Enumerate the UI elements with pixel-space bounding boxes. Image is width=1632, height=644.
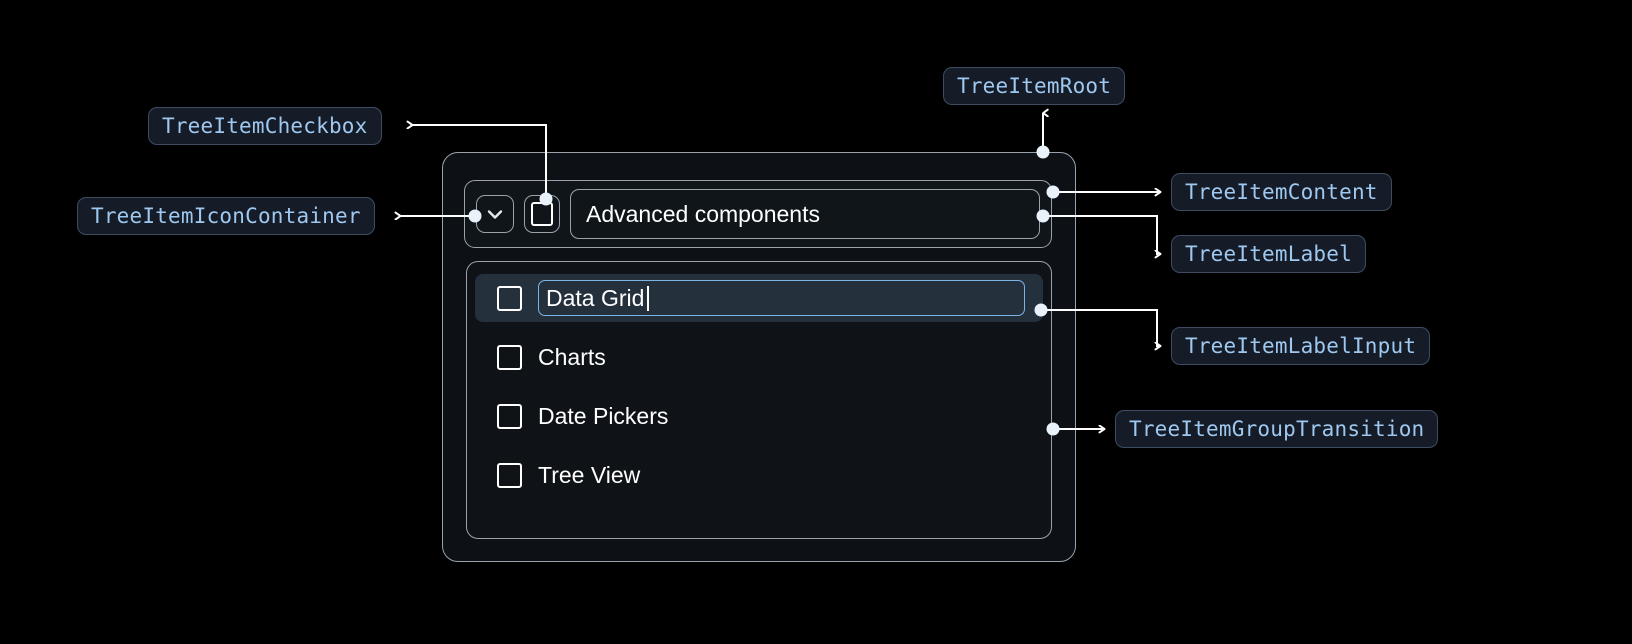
- child-label: Charts: [538, 343, 606, 370]
- annotation-label: TreeItemRoot: [957, 74, 1112, 98]
- annotation-chip-tree-item-label: TreeItemLabel: [1171, 235, 1366, 273]
- tree-item-label-input[interactable]: Data Grid: [538, 280, 1025, 316]
- chevron-down-icon: [483, 202, 507, 226]
- tree-item-child-row[interactable]: Date Pickers: [475, 392, 1043, 440]
- annotation-chip-tree-item-content: TreeItemContent: [1171, 173, 1392, 211]
- annotation-chip-tree-item-icon-container: TreeItemIconContainer: [77, 197, 375, 235]
- child-label: Date Pickers: [538, 402, 669, 429]
- tree-item-checkbox[interactable]: [524, 195, 560, 233]
- annotation-label: TreeItemLabelInput: [1185, 334, 1417, 358]
- tree-item-content[interactable]: Advanced components: [464, 180, 1052, 248]
- annotation-label: TreeItemIconContainer: [91, 204, 361, 228]
- annotation-chip-tree-item-group-transition: TreeItemGroupTransition: [1115, 410, 1439, 448]
- child-checkbox-tree-view[interactable]: [497, 462, 522, 488]
- child-checkbox-data-grid[interactable]: [497, 285, 522, 311]
- child-label: Tree View: [538, 461, 641, 488]
- child-checkbox-date-pickers[interactable]: [497, 403, 522, 429]
- annotation-chip-tree-item-label-input: TreeItemLabelInput: [1171, 327, 1431, 365]
- annotation-chip-tree-item-checkbox: TreeItemCheckbox: [148, 107, 382, 145]
- tree-item-label-text: Advanced components: [586, 200, 820, 227]
- annotation-label: TreeItemGroupTransition: [1129, 417, 1425, 441]
- text-caret: [647, 285, 649, 311]
- checkbox-unchecked-icon: [531, 202, 553, 226]
- annotation-label: TreeItemCheckbox: [162, 114, 368, 138]
- tree-item-label[interactable]: Advanced components: [570, 189, 1040, 239]
- tree-item-root[interactable]: Advanced components Data Grid Charts Dat…: [442, 152, 1076, 562]
- tree-item-child-row[interactable]: Charts: [475, 333, 1043, 381]
- annotation-label: TreeItemLabel: [1185, 242, 1352, 266]
- annotation-label: TreeItemContent: [1185, 180, 1378, 204]
- tree-item-child-row[interactable]: Tree View: [475, 451, 1043, 499]
- tree-item-group-transition: Data Grid Charts Date Pickers Tree View: [466, 261, 1052, 539]
- tree-item-child-row[interactable]: Data Grid: [475, 274, 1043, 322]
- child-checkbox-charts[interactable]: [497, 344, 522, 370]
- annotation-chip-tree-item-root: TreeItemRoot: [943, 67, 1126, 105]
- label-input-value: Data Grid: [546, 284, 645, 311]
- tree-item-icon-container[interactable]: [476, 195, 514, 233]
